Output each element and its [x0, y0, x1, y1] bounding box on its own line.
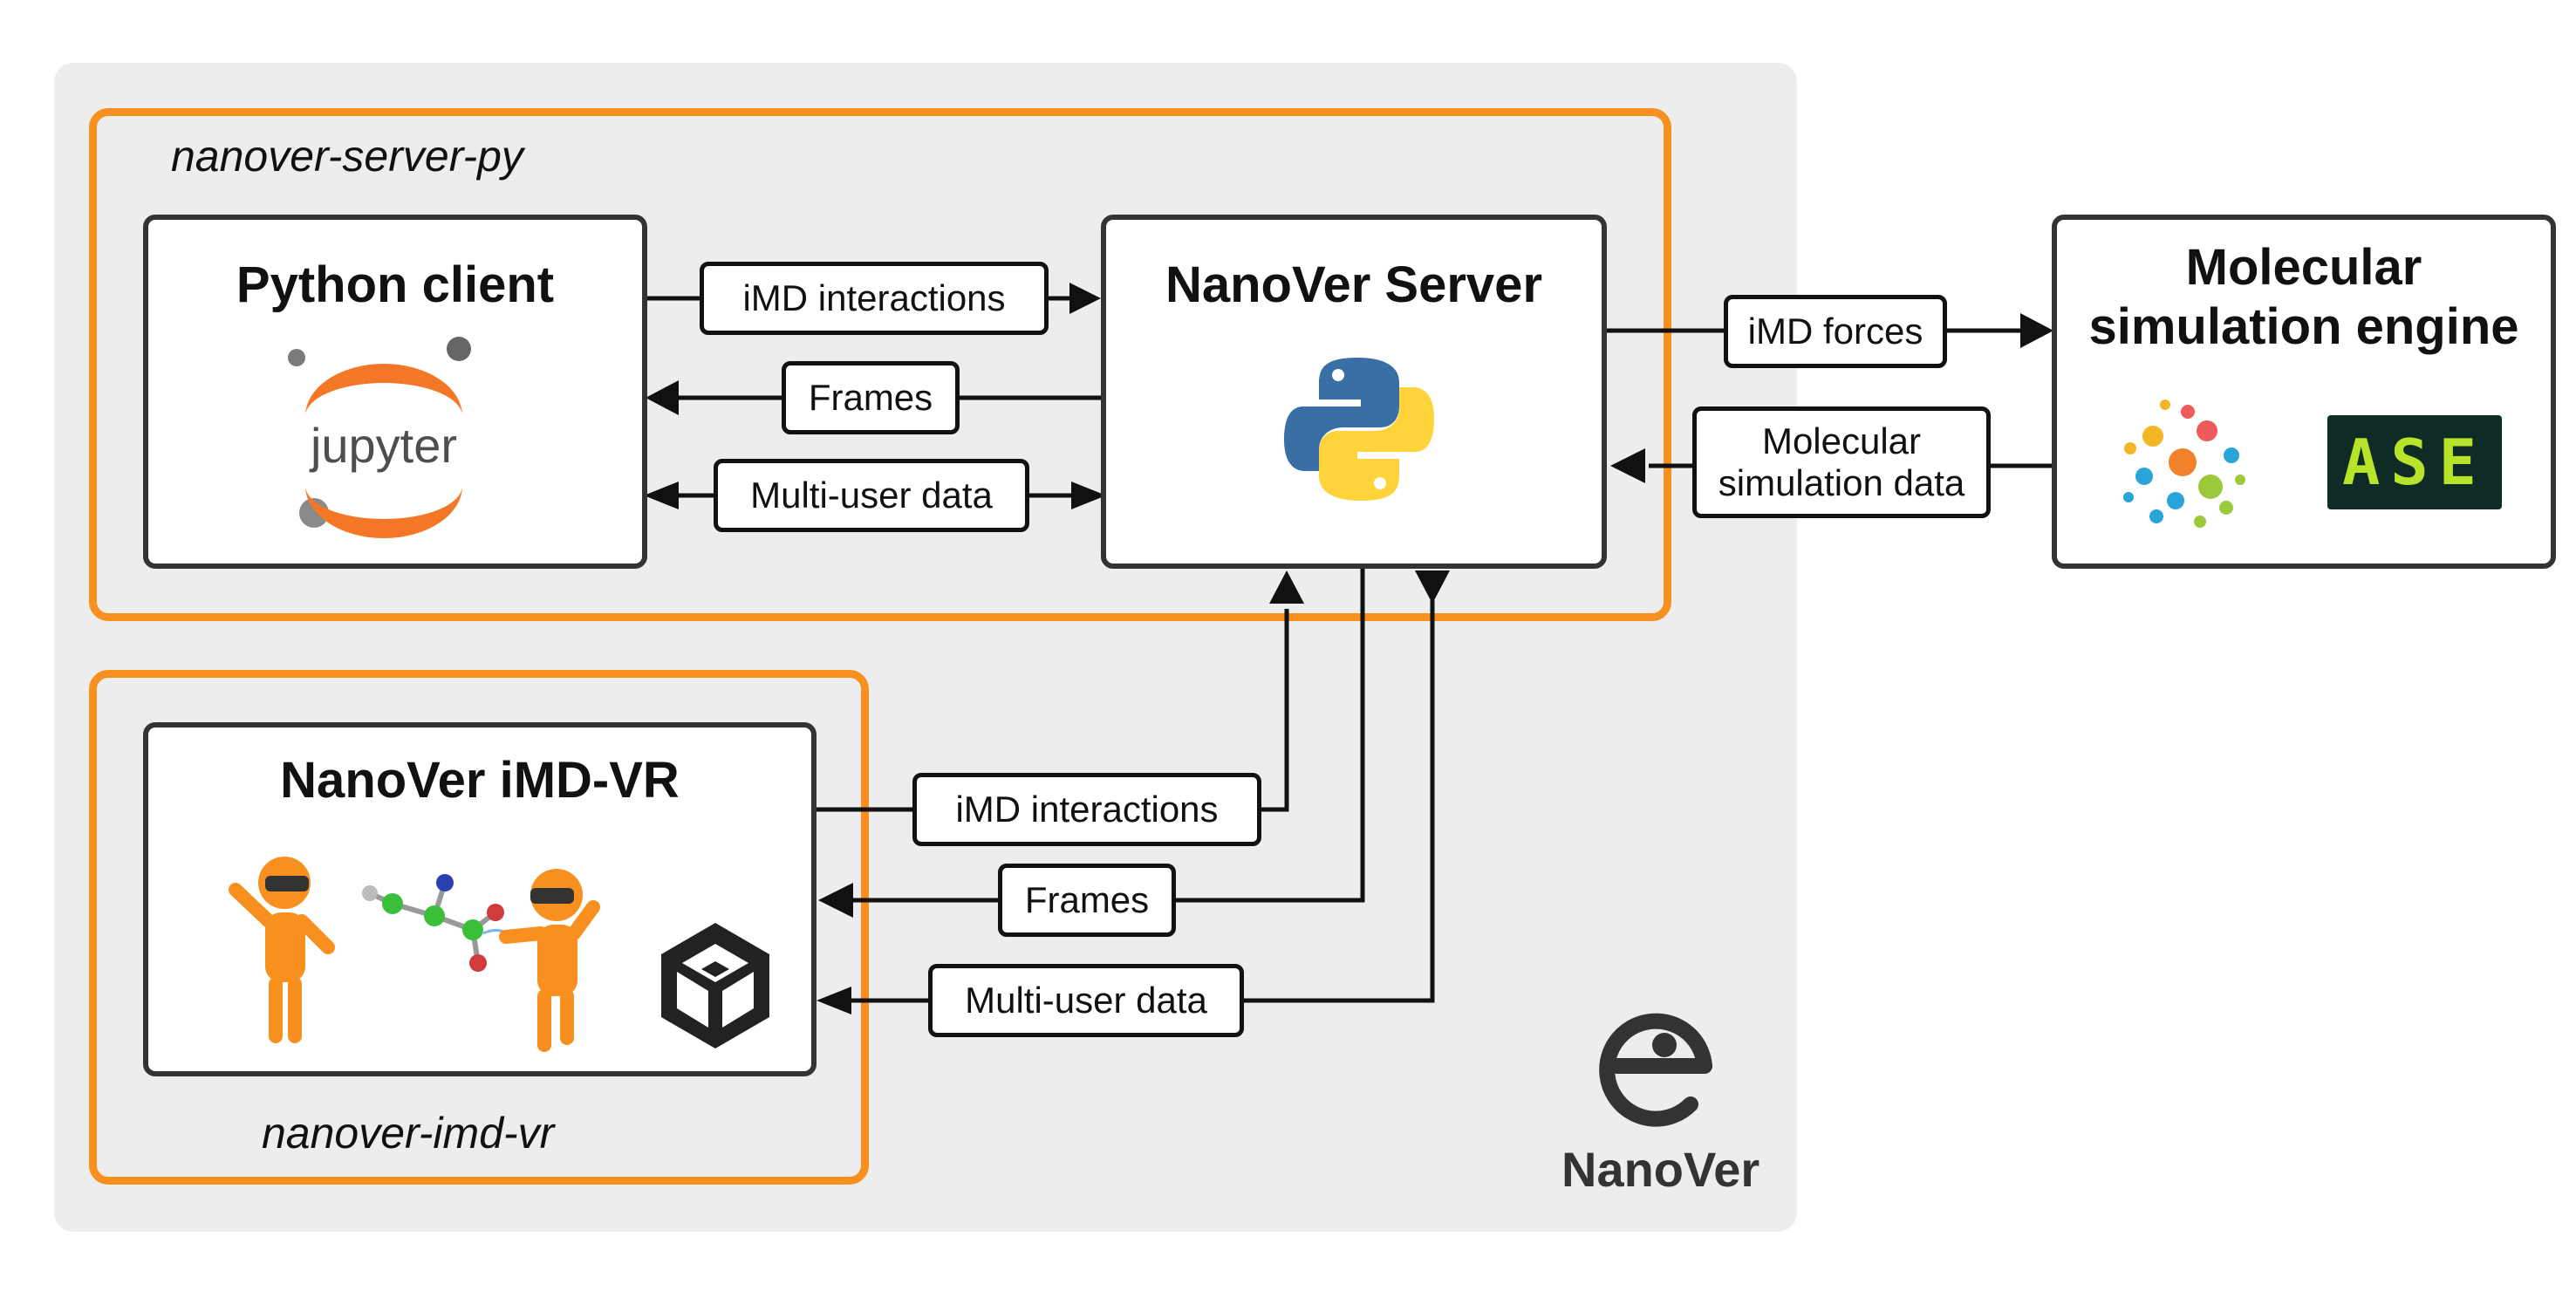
server-py-group-label: nanover-server-py: [171, 132, 523, 181]
arrowhead-imd-forces: [2020, 313, 2053, 348]
openmm-logo-icon: [2123, 400, 2245, 528]
simulation-engine-node: Molecular simulation engine ASE: [2052, 215, 2556, 569]
label-molsim-line1: Molecular: [1761, 420, 1922, 461]
nanover-imd-vr-node: NanoVer iMD-VR: [143, 722, 817, 1076]
label-frames-vr: Frames: [998, 864, 1176, 937]
arrowhead-imd-top: [1069, 283, 1101, 314]
unity-logo-icon: [661, 923, 769, 1049]
label-imd-interactions-vr: iMD interactions: [912, 773, 1261, 846]
python-logo-icon: [1284, 358, 1434, 501]
label-molsim-line2: simulation data: [1718, 462, 1965, 503]
imd-vr-group-label: nanover-imd-vr: [262, 1109, 555, 1158]
arrowhead-frames-top: [646, 380, 679, 415]
arrowhead-frames-vr: [818, 883, 853, 918]
arrowhead-multiuser-vr-top: [1415, 570, 1450, 604]
engine-title-line1: Molecular: [2185, 239, 2422, 296]
imd-vr-title: NanoVer iMD-VR: [280, 752, 680, 809]
python-client-title: Python client: [236, 256, 555, 313]
label-imd-forces: iMD forces: [1724, 295, 1947, 368]
ase-logo-icon: ASE: [2327, 415, 2502, 509]
vr-users-illustration-icon: [229, 857, 600, 1052]
nanover-brand-name: NanoVer: [1561, 1142, 1760, 1197]
label-multiuser-top: Multi-user data: [714, 459, 1029, 532]
label-frames-top: Frames: [782, 361, 960, 434]
arrowhead-multiuser-vr-left: [817, 987, 851, 1014]
label-multiuser-vr: Multi-user data: [928, 964, 1244, 1037]
label-imd-interactions-top: iMD interactions: [700, 262, 1049, 335]
nanover-server-node: NanoVer Server: [1101, 215, 1607, 569]
server-py-group: [89, 108, 1671, 621]
arrowhead-imd-vr: [1269, 570, 1304, 604]
label-molsim-data: Molecular simulation data: [1692, 406, 1991, 518]
imd-vr-group: [89, 670, 869, 1185]
nanover-logo-icon: [1599, 1013, 1712, 1127]
engine-title-line2: simulation engine: [2088, 298, 2519, 355]
nanover-server-title: NanoVer Server: [1165, 256, 1543, 313]
jupyter-logo-icon: jupyter: [288, 337, 471, 538]
python-client-node: Python client jupyter: [143, 215, 647, 569]
jupyter-wordmark: jupyter: [309, 418, 457, 473]
arrowhead-multiuser-top-right: [1071, 482, 1106, 509]
arrowhead-molsim: [1610, 448, 1645, 483]
arrowhead-multiuser-top-left: [644, 482, 679, 509]
ase-logo-text: ASE: [2341, 426, 2488, 499]
